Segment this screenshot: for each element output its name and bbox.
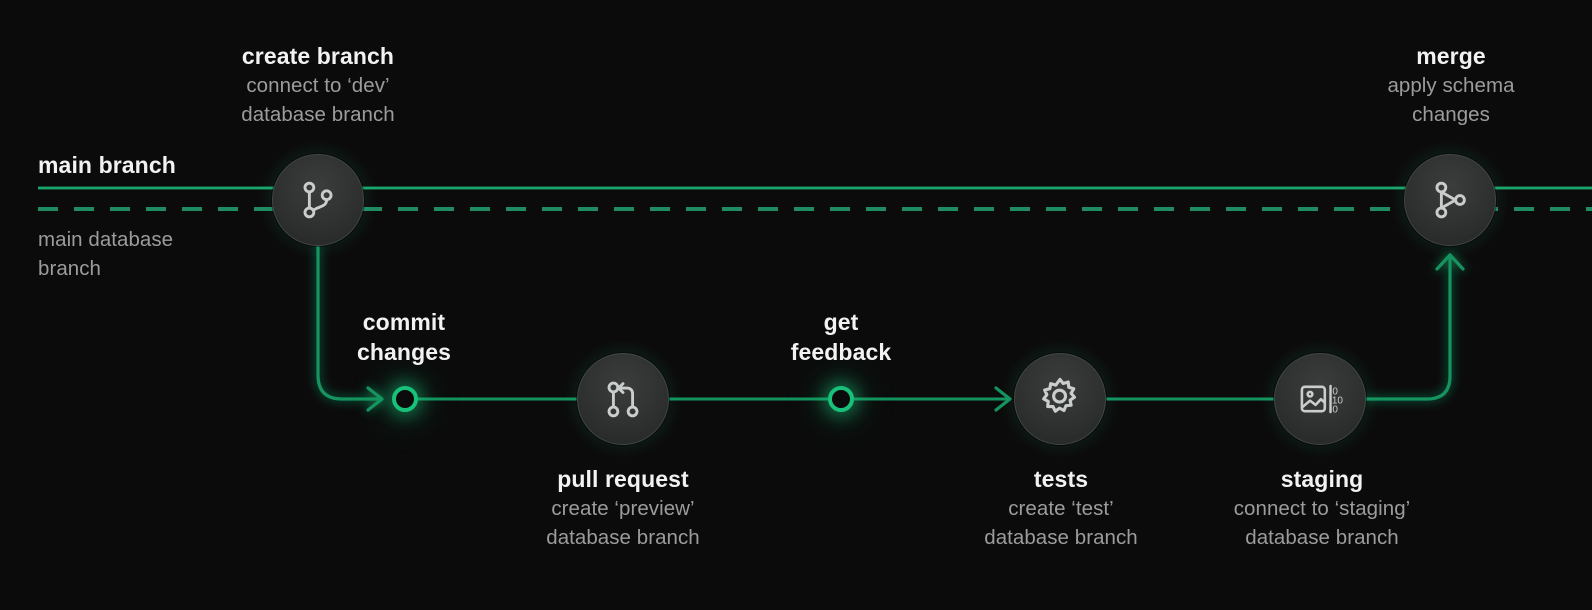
commit-changes-title-line1: commit: [362, 309, 446, 335]
get-feedback-title-line2: feedback: [790, 339, 892, 365]
create-branch-label: create branch connect to ‘dev’ database …: [241, 41, 394, 129]
create-branch-title: create branch: [241, 43, 395, 69]
node-get-feedback[interactable]: [828, 386, 854, 412]
pull-request-title: pull request: [557, 466, 689, 492]
get-feedback-to-tests-path: [854, 386, 1012, 412]
commit-changes-label: commit changes: [357, 307, 451, 367]
node-pull-request[interactable]: [577, 353, 669, 445]
tests-subtitle-line1: create ‘test’: [1008, 497, 1114, 520]
merge-subtitle-line1: apply schema: [1387, 74, 1515, 97]
merge-subtitle-line2: changes: [1412, 103, 1490, 126]
git-pull-request-icon: [600, 376, 646, 422]
main-database-branch-label: main database branch: [38, 225, 173, 283]
main-database-branch-line2: branch: [38, 257, 101, 280]
pull-request-subtitle-line1: create ‘preview’: [551, 497, 695, 520]
commit-changes-title-line2: changes: [356, 339, 452, 365]
image-binary-icon: 0 10 0: [1296, 375, 1344, 423]
merge-title: merge: [1416, 43, 1486, 69]
svg-text:10: 10: [1332, 396, 1344, 407]
node-merge[interactable]: [1404, 154, 1496, 246]
staging-subtitle-line2: database branch: [1245, 526, 1399, 549]
tests-subtitle-line2: database branch: [984, 526, 1138, 549]
tests-label: tests create ‘test’ database branch: [984, 464, 1137, 552]
gear-icon: [1035, 374, 1085, 424]
staging-to-merge-path: [1364, 253, 1465, 401]
staging-title: staging: [1280, 466, 1364, 492]
node-commit-changes[interactable]: [392, 386, 418, 412]
main-branch-title: main branch: [38, 152, 176, 178]
node-tests[interactable]: [1014, 353, 1106, 445]
create-branch-subtitle-line2: database branch: [241, 103, 395, 126]
merge-label: merge apply schema changes: [1387, 41, 1514, 129]
svg-text:0: 0: [1332, 387, 1338, 398]
staging-label: staging connect to ‘staging’ database br…: [1234, 464, 1411, 552]
get-feedback-label: get feedback: [791, 307, 892, 367]
tests-title: tests: [1033, 466, 1089, 492]
git-merge-icon: [1427, 177, 1473, 223]
pull-request-label: pull request create ‘preview’ database b…: [546, 464, 699, 552]
create-branch-subtitle-line1: connect to ‘dev’: [246, 74, 390, 97]
node-staging[interactable]: 0 10 0: [1274, 353, 1366, 445]
git-branch-icon: [295, 177, 341, 223]
staging-subtitle-line1: connect to ‘staging’: [1233, 497, 1411, 520]
get-feedback-title-line1: get: [823, 309, 859, 335]
pull-request-subtitle-line2: database branch: [546, 526, 700, 549]
main-branch-label: main branch: [38, 150, 176, 180]
create-branch-to-commit-path: [316, 244, 384, 412]
svg-text:0: 0: [1332, 405, 1338, 416]
node-create-branch[interactable]: [272, 154, 364, 246]
main-database-branch-line1: main database: [38, 228, 174, 251]
